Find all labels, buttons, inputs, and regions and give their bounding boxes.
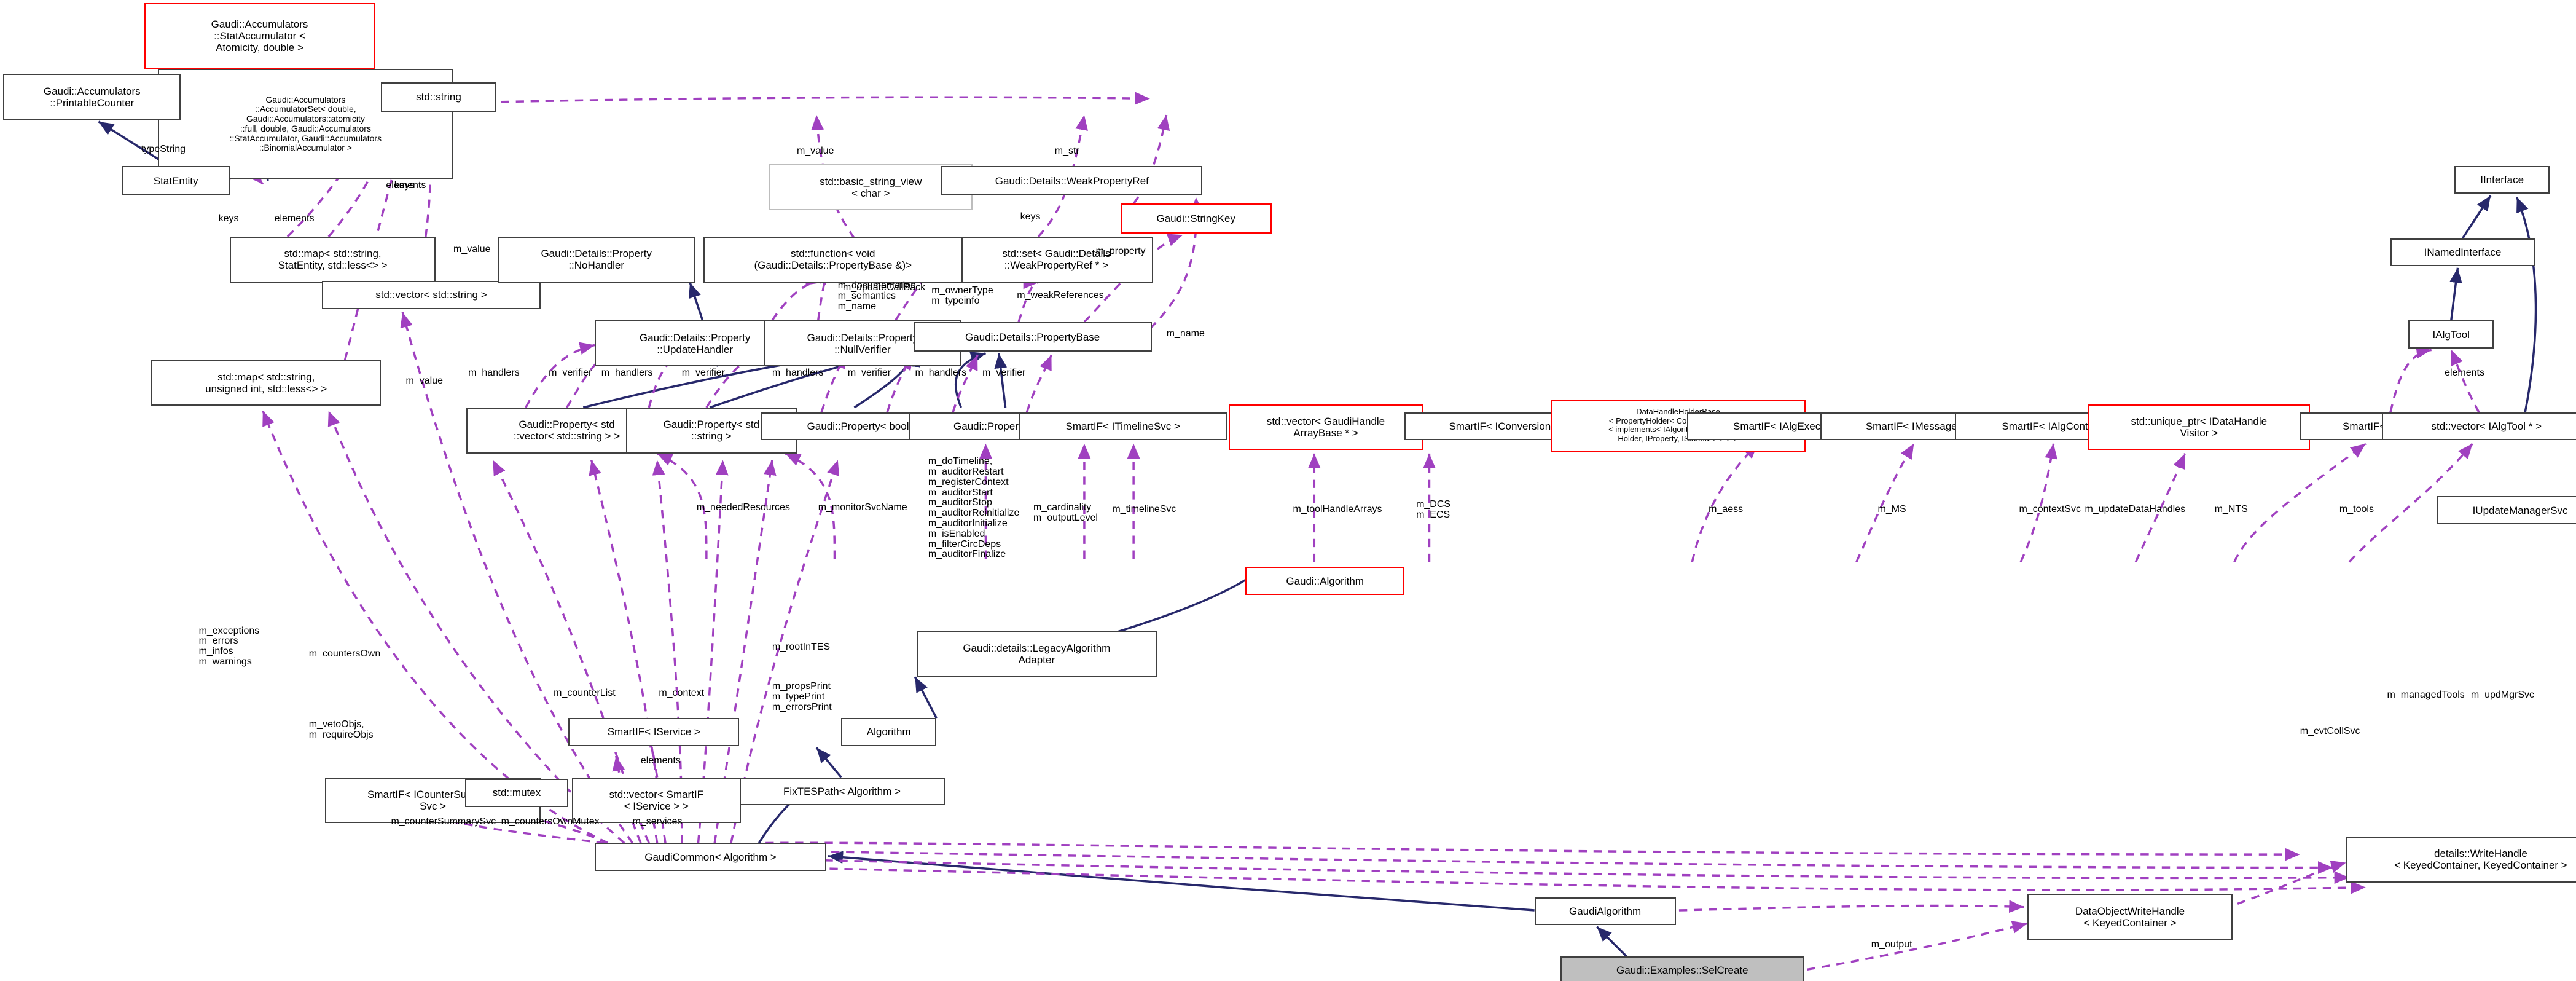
class-node-vecgaudihandle[interactable]: std::vector< GaudiHandle ArrayBase * > bbox=[1229, 404, 1423, 451]
edge-label: m_verifier bbox=[847, 367, 891, 378]
edge-label: m_rootInTES bbox=[772, 642, 831, 653]
class-node-mapuint[interactable]: std::map< std::string, unsigned int, std… bbox=[151, 360, 382, 406]
class-node-ialgtool[interactable]: IAlgTool bbox=[2408, 320, 2494, 349]
class-node-smartifiservice[interactable]: SmartIF< IService > bbox=[568, 718, 740, 746]
class-node-nohandler[interactable]: Gaudi::Details::Property ::NoHandler bbox=[498, 236, 695, 283]
edge-label: elements bbox=[2445, 367, 2484, 378]
edge-label: m_counterList bbox=[554, 688, 616, 699]
class-node-weakref[interactable]: Gaudi::Details::WeakPropertyRef bbox=[941, 166, 1203, 196]
edge-label: m_verifier bbox=[549, 367, 592, 378]
edge-label: elements bbox=[386, 180, 426, 191]
edge-label: m_updMgrSvc bbox=[2470, 689, 2534, 700]
class-node-dowhkc[interactable]: DataObjectWriteHandle < KeyedContainer > bbox=[2027, 894, 2233, 940]
edge-label: m_name bbox=[1166, 328, 1205, 339]
edge-label: elements bbox=[640, 755, 681, 766]
edge-label: m_countersOwn bbox=[308, 648, 381, 659]
class-node-statacc[interactable]: Gaudi::Accumulators ::StatAccumulator < … bbox=[144, 3, 375, 69]
edge-label: m_MS bbox=[1877, 503, 1906, 514]
class-node-inamedif[interactable]: INamedInterface bbox=[2390, 238, 2535, 267]
edge-label: m_handlers bbox=[601, 367, 653, 378]
edge-label: m_DCS m_ECS bbox=[1416, 498, 1451, 520]
class-node-printable[interactable]: Gaudi::Accumulators ::PrintableCounter bbox=[3, 74, 181, 120]
class-node-propertybase[interactable]: Gaudi::Details::PropertyBase bbox=[913, 321, 1152, 352]
class-node-basicsv[interactable]: std::basic_string_view < char > bbox=[769, 164, 973, 211]
edge-label: m_handlers bbox=[468, 367, 520, 378]
class-node-string[interactable]: std::string bbox=[381, 82, 496, 112]
class-node-vecstring[interactable]: std::vector< std::string > bbox=[322, 281, 541, 309]
class-node-stdmutex[interactable]: std::mutex bbox=[464, 779, 569, 807]
edge-label: m_evtCollSvc bbox=[2300, 725, 2360, 736]
edge-label: m_services bbox=[632, 816, 683, 827]
edge-label: m_propsPrint m_typePrint m_errorsPrint bbox=[772, 681, 832, 713]
class-node-legacyadapter[interactable]: Gaudi::details::LegacyAlgorithm Adapter bbox=[917, 631, 1157, 677]
class-node-algorithm[interactable]: Algorithm bbox=[841, 718, 937, 746]
class-node-selcreate[interactable]: Gaudi::Examples::SelCreate bbox=[1560, 956, 1804, 981]
edge-label: keys bbox=[1020, 211, 1041, 222]
edge-label: m_verifier bbox=[982, 367, 1026, 378]
class-node-setweak[interactable]: std::set< Gaudi::Details ::WeakPropertyR… bbox=[959, 236, 1154, 283]
edge-label: m_toolHandleArrays bbox=[1293, 503, 1382, 514]
edge-label: elements bbox=[274, 213, 315, 224]
class-node-gaudialg2[interactable]: GaudiAlgorithm bbox=[1534, 897, 1676, 926]
edge-label: m_countersOwnMutex bbox=[501, 816, 600, 827]
edge-label: m_NTS bbox=[2214, 503, 2248, 514]
class-node-smartiftimeline[interactable]: SmartIF< ITimelineSvc > bbox=[1018, 412, 1227, 441]
edge-label: m_handlers bbox=[772, 367, 824, 378]
edge-label: m_output bbox=[1871, 939, 1912, 950]
edge-label: m_cardinality m_outputLevel bbox=[1033, 502, 1098, 523]
class-node-gaudialgorithm[interactable]: Gaudi::Algorithm bbox=[1245, 567, 1405, 595]
edge-label: m_neededResources bbox=[696, 502, 790, 513]
edge-label: m_doTimeline, m_auditorRestart m_registe… bbox=[928, 456, 1020, 560]
class-node-statentity[interactable]: StatEntity bbox=[121, 166, 230, 196]
class-node-gaudicommon[interactable]: GaudiCommon< Algorithm > bbox=[595, 843, 827, 871]
class-node-vecialgtool[interactable]: std::vector< IAlgTool * > bbox=[2382, 412, 2576, 441]
edge-label: m_str bbox=[1054, 145, 1079, 156]
edge-label: m_counterSummarySvc bbox=[391, 816, 496, 827]
edge-label: m_verifier bbox=[681, 367, 725, 378]
edge-label: m_contextSvc bbox=[2019, 503, 2081, 514]
edge-label: m_ownerType m_typeinfo bbox=[931, 285, 993, 306]
class-node-stringkey[interactable]: Gaudi::StringKey bbox=[1120, 203, 1272, 234]
edge-label: m_aess bbox=[1709, 503, 1744, 514]
edge-label: m_documentation m_semantics m_name bbox=[837, 280, 916, 312]
class-node-detwrite[interactable]: details::WriteHandle < KeyedContainer, K… bbox=[2346, 836, 2576, 883]
edge-label: keys bbox=[218, 213, 239, 224]
class-node-uniqueptrdh[interactable]: std::unique_ptr< IDataHandle Visitor > bbox=[2088, 404, 2310, 451]
edge-label: m_timelineSvc bbox=[1112, 503, 1176, 514]
edge-label: m_value bbox=[796, 145, 834, 156]
edge-label: m_property bbox=[1095, 246, 1146, 256]
edge-label: m_weakReferences bbox=[1017, 290, 1104, 301]
edge-label: m_exceptions m_errors m_infos m_warnings bbox=[198, 625, 260, 667]
edge-label: m_value bbox=[405, 376, 443, 387]
class-node-fixtespath[interactable]: FixTESPath< Algorithm > bbox=[739, 777, 945, 805]
edge-label: m_value bbox=[453, 244, 491, 255]
edge-label: m_monitorSvcName bbox=[818, 502, 907, 513]
class-node-stdfunction[interactable]: std::function< void (Gaudi::Details::Pro… bbox=[703, 236, 963, 283]
class-node-iupdatemgr[interactable]: IUpdateManagerSvc bbox=[2436, 496, 2576, 524]
edge-label: m_tools bbox=[2339, 503, 2374, 514]
edge-label: m_vetoObjs, m_requireObjs bbox=[308, 719, 374, 740]
edge-label: m_handlers bbox=[915, 367, 967, 378]
edge-label: m_context bbox=[659, 688, 705, 699]
edge-label: m_updateDataHandles bbox=[2085, 503, 2186, 514]
edge-label: m_managedTools bbox=[2387, 689, 2465, 700]
class-node-iinterface[interactable]: IInterface bbox=[2454, 166, 2550, 194]
edge-label: typeString bbox=[141, 144, 186, 155]
class-node-mapstat[interactable]: std::map< std::string, StatEntity, std::… bbox=[230, 236, 436, 283]
